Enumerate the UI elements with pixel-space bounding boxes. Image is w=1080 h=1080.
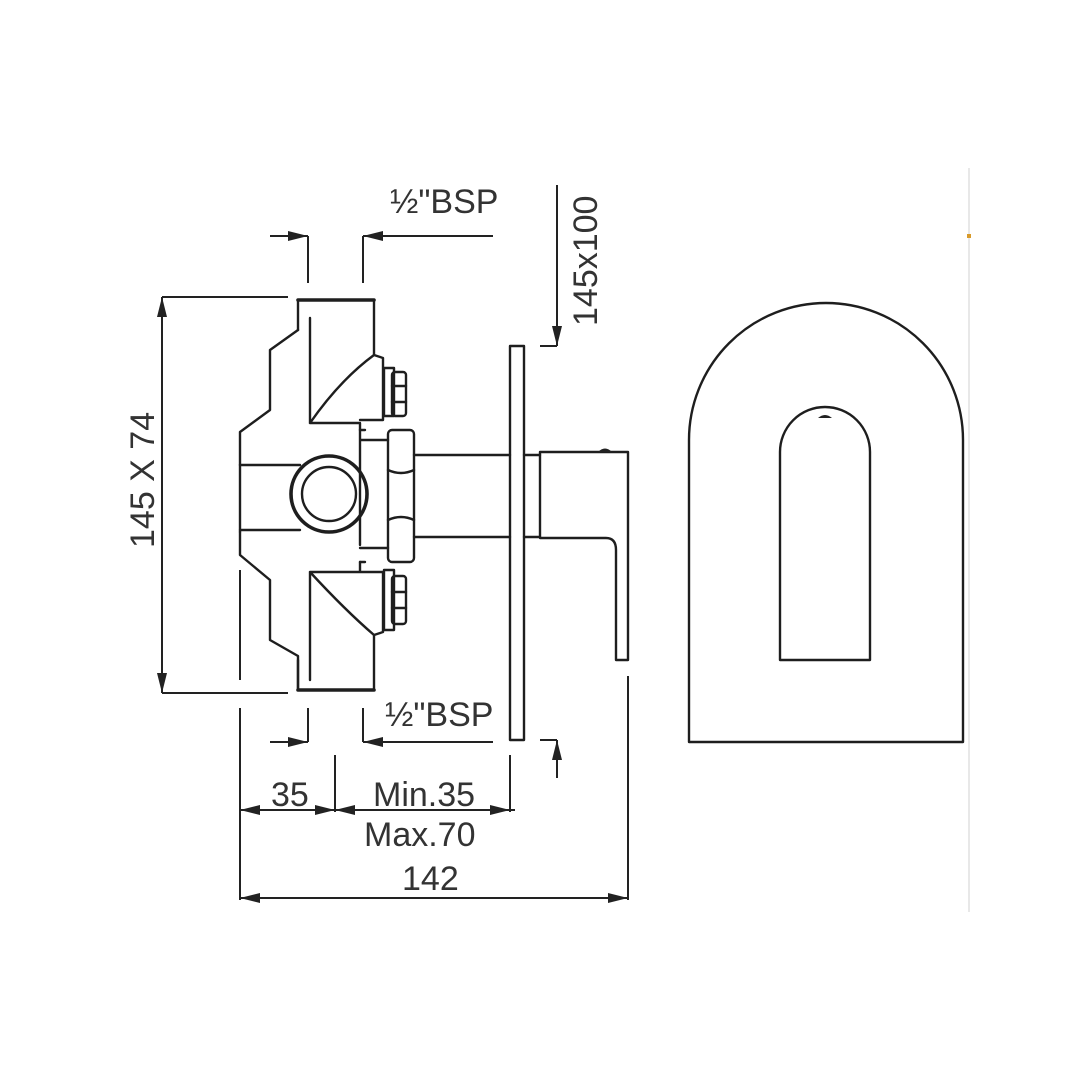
- trim-plate-front: [687, 301, 965, 744]
- wall-plate-side: [508, 344, 526, 742]
- label-depth-min: Min.35: [373, 776, 475, 814]
- label-overall-depth: 142: [402, 860, 459, 898]
- dimension-plate-height: 145x100: [540, 185, 605, 778]
- spindle: [412, 453, 542, 539]
- label-bsp-bottom: ½"BSP: [385, 696, 493, 734]
- label-body-size: 145 X 74: [124, 412, 162, 548]
- label-depth-max: Max.70: [364, 816, 476, 854]
- dimension-bsp-top: ½"BSP: [270, 183, 498, 283]
- edge-marker: [967, 234, 971, 238]
- dimension-depth: 35 Min.35 Max.70: [240, 755, 515, 854]
- label-plate-size: 145x100: [567, 196, 605, 326]
- bonnet-nut: [386, 428, 416, 564]
- valve-body: [238, 298, 390, 692]
- lower-nut: [382, 568, 408, 632]
- dimension-overall: 142: [240, 676, 629, 903]
- label-depth-body: 35: [271, 776, 309, 814]
- dimension-body-height: 145 X 74: [124, 296, 288, 694]
- upper-nut: [382, 366, 408, 418]
- lever-handle-side: [538, 448, 630, 662]
- dimension-bsp-bottom: ½"BSP: [270, 696, 493, 747]
- label-bsp-top: ½"BSP: [390, 183, 498, 221]
